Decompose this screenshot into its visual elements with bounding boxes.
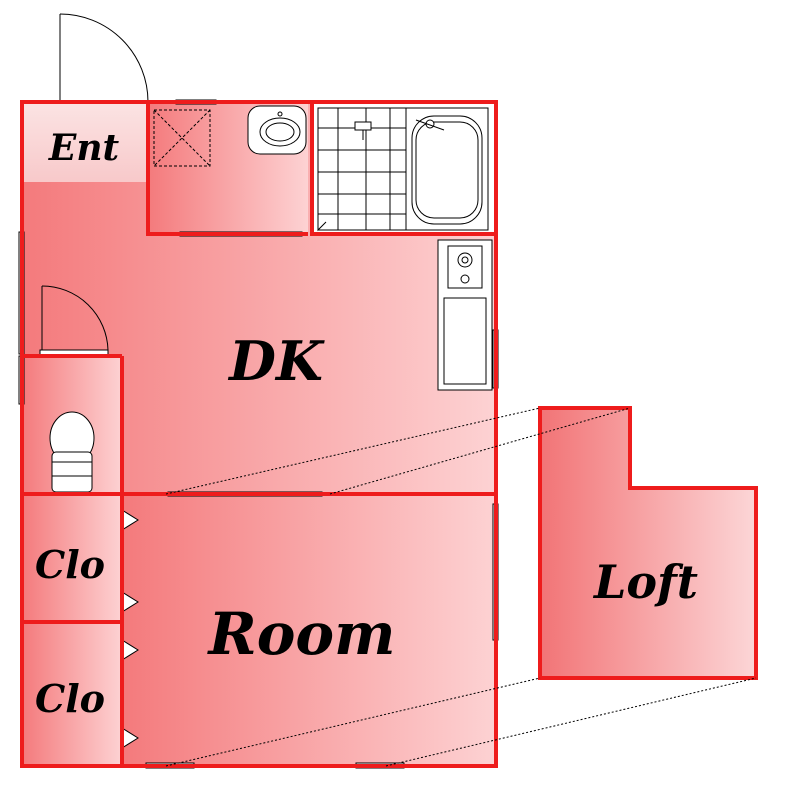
entrance-area: [24, 104, 146, 182]
washing-machine-icon: [153, 109, 211, 167]
loft-projection-lines: [165, 407, 757, 767]
washbasin-icon: [247, 105, 307, 155]
closet-door-icons: [121, 509, 139, 749]
label-loft: Loft: [592, 555, 698, 609]
shower-floor-icon: [317, 107, 407, 231]
walls: [20, 100, 498, 768]
toilet-icon: [49, 411, 95, 493]
label-dk: DK: [227, 329, 325, 393]
bathroom-door-icon: [317, 206, 327, 232]
room-area: [122, 496, 496, 766]
loft-area: [538, 406, 758, 680]
label-clo-lower: Clo: [35, 676, 105, 721]
kitchen-counter-icon: [437, 239, 493, 391]
label-clo-upper: Clo: [35, 542, 105, 587]
bathtub-icon: [405, 107, 489, 231]
label-ent: Ent: [48, 127, 120, 169]
closet-lower-area: [22, 624, 122, 766]
label-room: Room: [207, 600, 396, 668]
closet-upper-area: [22, 496, 122, 622]
entrance-door-icon: [59, 13, 149, 103]
